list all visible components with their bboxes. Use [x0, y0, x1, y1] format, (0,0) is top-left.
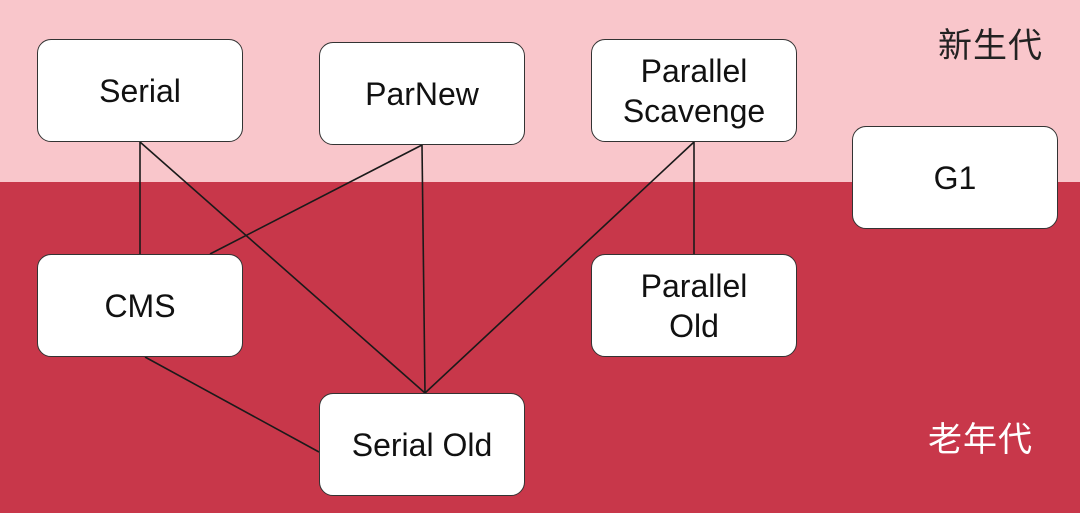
young-generation-label: 新生代: [938, 26, 1043, 66]
edge-cms-serial-old: [144, 356, 320, 453]
node-parallel-old: Parallel Old: [591, 254, 797, 357]
edge-serial-serial-old: [139, 141, 426, 394]
node-parallel-scavenge: Parallel Scavenge: [591, 39, 797, 142]
edge-parallel-scavenge-serial-old: [424, 141, 695, 394]
node-serial-old: Serial Old: [319, 393, 525, 496]
edge-parnew-cms: [209, 144, 423, 255]
edge-parnew-serial-old: [421, 144, 426, 394]
node-g1: G1: [852, 126, 1058, 229]
node-cms: CMS: [37, 254, 243, 357]
node-serial: Serial: [37, 39, 243, 142]
node-parnew: ParNew: [319, 42, 525, 145]
old-generation-label: 老年代: [928, 420, 1033, 460]
